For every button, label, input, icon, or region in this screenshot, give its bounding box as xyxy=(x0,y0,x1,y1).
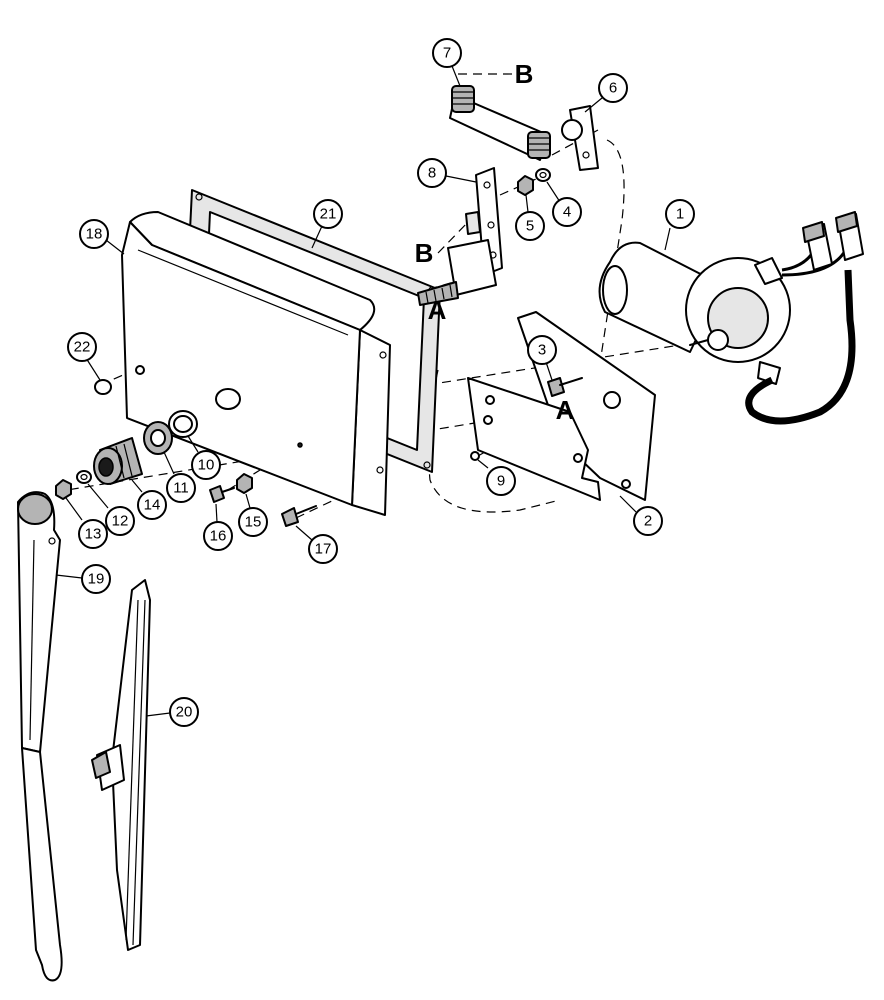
nut-part-13 xyxy=(55,479,72,500)
ref-letter-a-bracket: A xyxy=(556,395,575,425)
svg-text:8: 8 xyxy=(428,165,436,182)
callout-20: 20 xyxy=(145,697,199,727)
svg-text:11: 11 xyxy=(173,480,189,497)
bolt-part-16 xyxy=(209,485,235,503)
svg-text:2: 2 xyxy=(644,513,652,530)
callout-3: 3 xyxy=(527,335,557,381)
callout-5: 5 xyxy=(515,194,545,241)
callout-14: 14 xyxy=(131,479,167,520)
crank-part-6 xyxy=(561,105,599,171)
svg-text:17: 17 xyxy=(315,541,332,558)
wiper-motor-part-1 xyxy=(598,241,791,385)
svg-text:16: 16 xyxy=(210,528,227,545)
svg-text:10: 10 xyxy=(198,457,215,474)
callout-15: 15 xyxy=(238,493,268,537)
ref-letter-b-mid: B xyxy=(415,238,434,268)
seal-ring-part-10 xyxy=(168,410,198,438)
callout-13: 13 xyxy=(65,497,108,549)
callout-11: 11 xyxy=(163,451,196,503)
svg-text:15: 15 xyxy=(245,514,262,531)
screw-part-17 xyxy=(281,505,317,527)
svg-text:19: 19 xyxy=(88,571,105,588)
washer-part-4 xyxy=(535,168,551,182)
svg-text:22: 22 xyxy=(74,339,91,356)
svg-text:5: 5 xyxy=(526,218,534,235)
nut-part-15 xyxy=(236,473,253,494)
callout-16: 16 xyxy=(203,503,233,551)
ref-letter-a-shaft: A xyxy=(428,295,447,325)
callout-19: 19 xyxy=(55,564,111,594)
ref-letter-b-top: B xyxy=(515,59,534,89)
callout-12: 12 xyxy=(87,483,135,536)
nut-part-5 xyxy=(517,175,534,196)
svg-text:1: 1 xyxy=(676,206,684,223)
svg-text:9: 9 xyxy=(497,473,505,490)
svg-text:4: 4 xyxy=(563,204,571,221)
wiper-blade-part-20 xyxy=(91,579,151,951)
svg-text:21: 21 xyxy=(320,206,337,223)
svg-text:14: 14 xyxy=(144,497,161,514)
callout-8: 8 xyxy=(417,158,477,188)
pivot-plate-part-8 xyxy=(417,167,503,306)
plug-part-22 xyxy=(94,379,112,395)
grommet-part-14 xyxy=(93,437,143,485)
callout-9: 9 xyxy=(477,459,516,496)
wiring-harness xyxy=(745,211,864,425)
link-part-7 xyxy=(449,85,551,161)
callout-7: 7 xyxy=(432,38,462,87)
callout-18: 18 xyxy=(79,219,125,255)
svg-text:20: 20 xyxy=(176,704,193,721)
callout-10: 10 xyxy=(187,435,221,480)
callout-1: 1 xyxy=(664,199,695,251)
svg-text:7: 7 xyxy=(443,45,451,62)
callout-21: 21 xyxy=(311,199,343,249)
callout-2: 2 xyxy=(619,495,663,536)
bushing-part-11 xyxy=(143,421,173,455)
svg-text:6: 6 xyxy=(609,80,617,97)
washer-part-12 xyxy=(76,470,92,484)
wiper-arm-part-19 xyxy=(17,491,63,982)
bolt-part-3 xyxy=(547,377,583,397)
svg-text:18: 18 xyxy=(86,226,103,243)
svg-text:12: 12 xyxy=(112,513,129,530)
svg-text:13: 13 xyxy=(85,526,102,543)
screw-part-9 xyxy=(470,451,480,461)
callout-6: 6 xyxy=(584,73,628,113)
callout-4: 4 xyxy=(546,181,582,227)
callout-17: 17 xyxy=(295,525,338,564)
callout-22: 22 xyxy=(67,332,101,381)
svg-text:3: 3 xyxy=(538,342,546,359)
